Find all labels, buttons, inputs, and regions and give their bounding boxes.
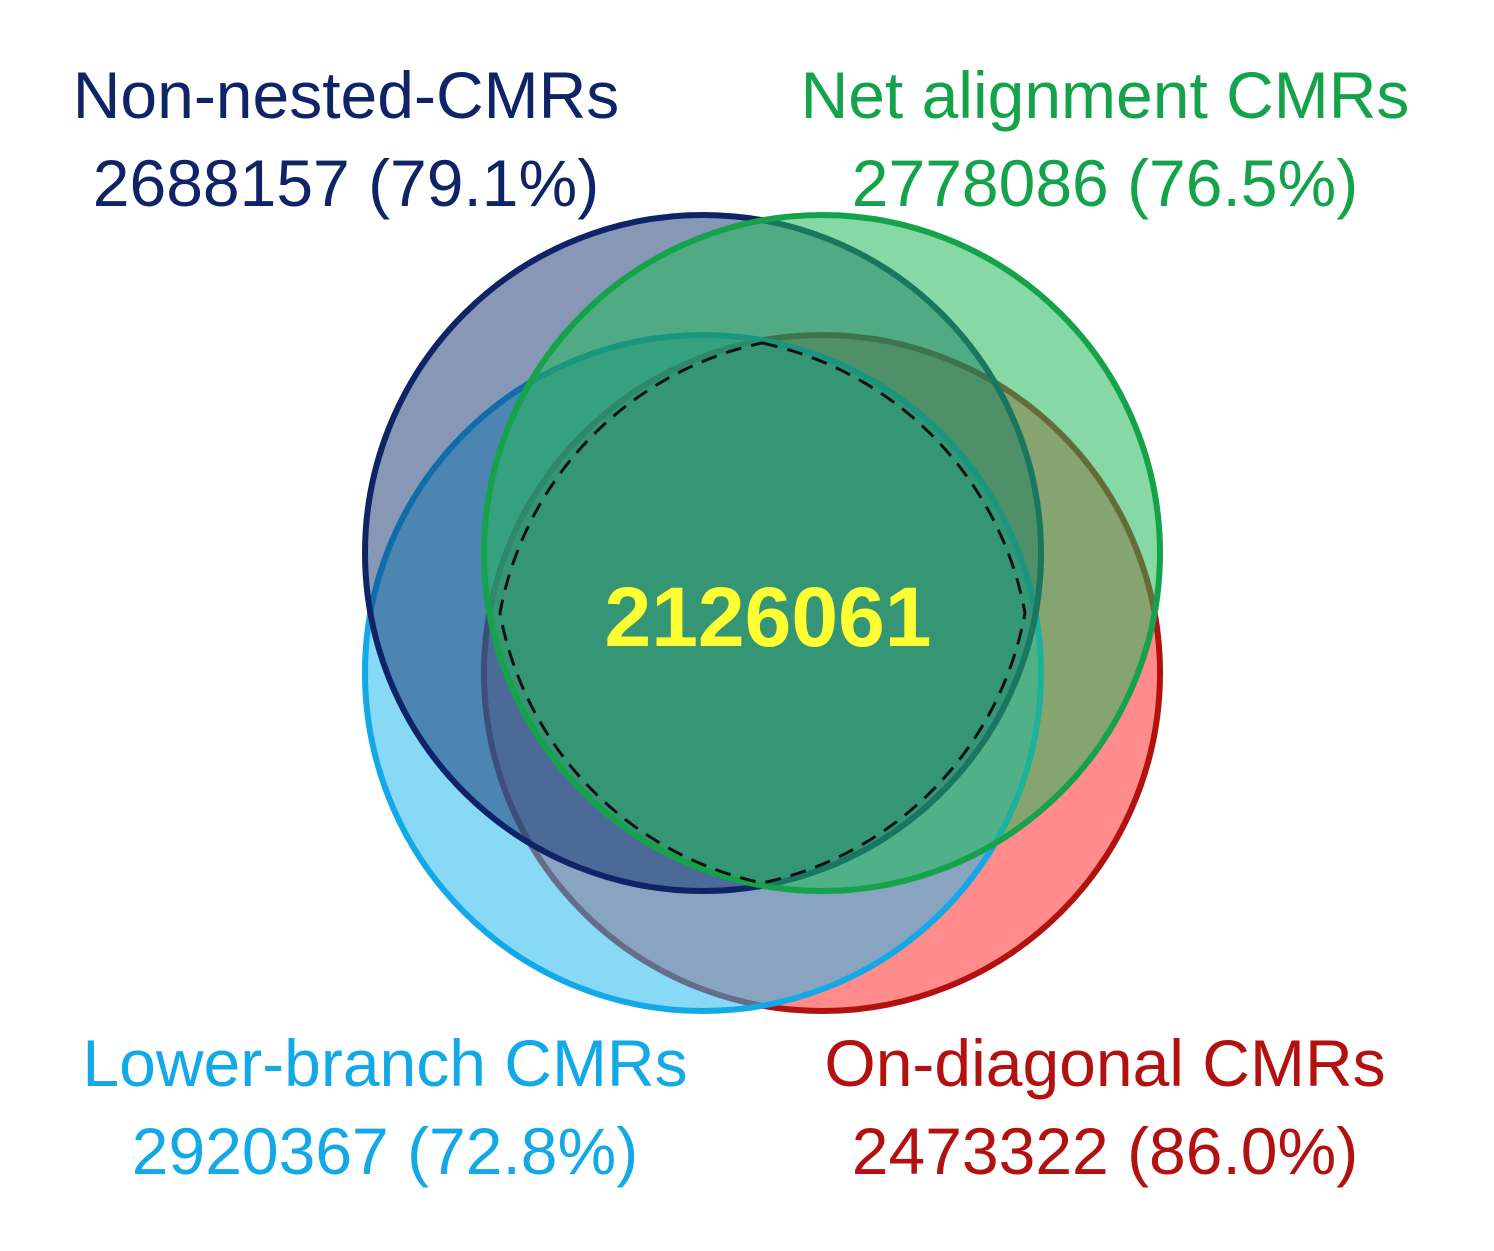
intersection-outline (498, 341, 1027, 885)
set-count: 2920367 (72.8%) (131, 1114, 639, 1188)
lower-branch-label: Lower-branch CMRs 2920367 (72.8%) (40, 1030, 730, 1184)
set-name: Non-nested-CMRs (72, 58, 620, 132)
set-name: Net alignment CMRs (800, 58, 1410, 132)
non-nested-label: Non-nested-CMRs 2688157 (79.1%) (40, 62, 652, 216)
set-count: 2688157 (79.1%) (92, 146, 600, 220)
set-count: 2778086 (76.5%) (851, 146, 1359, 220)
intersection-count: 2126061 (604, 570, 932, 664)
net-alignment-circle (481, 212, 1163, 894)
net-alignment-label: Net alignment CMRs 2778086 (76.5%) (760, 62, 1450, 216)
set-name: On-diagonal CMRs (824, 1026, 1386, 1100)
set-name: Lower-branch CMRs (82, 1026, 688, 1100)
set-count: 2473322 (86.0%) (851, 1114, 1359, 1188)
on-diagonal-label: On-diagonal CMRs 2473322 (86.0%) (785, 1030, 1425, 1184)
